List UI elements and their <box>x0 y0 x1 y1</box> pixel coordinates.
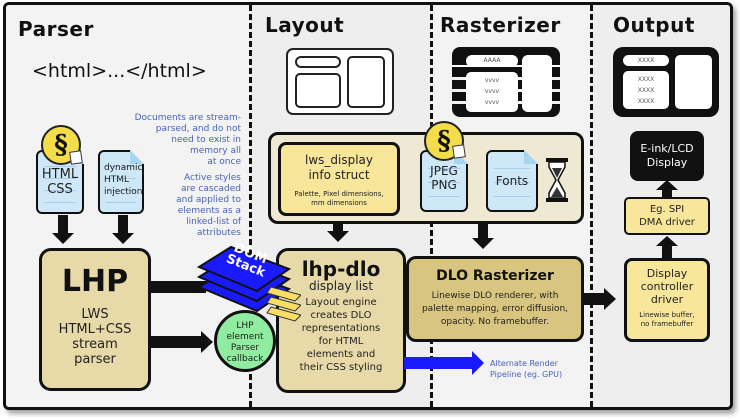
arrow-down-icon <box>112 233 134 244</box>
arrow-right-icon <box>604 288 616 310</box>
output-title: Output <box>613 13 695 37</box>
lhp-parser-box: LHP LWS HTML+CSS stream parser <box>39 248 151 391</box>
arrow-shaft <box>151 281 206 293</box>
arrow-shaft <box>584 293 606 305</box>
hourglass-icon <box>546 158 568 202</box>
divider-parser-layout <box>249 5 252 407</box>
arrow-shaft <box>333 224 343 232</box>
arrow-down-icon <box>327 231 349 242</box>
dlo-rasterizer-box: DLO Rasterizer Linewise DLO renderer, wi… <box>406 256 584 342</box>
arrow-right-icon <box>472 351 484 375</box>
arrow-right-icon <box>201 331 213 353</box>
mini-paper-icon <box>452 144 466 159</box>
layout-title: Layout <box>265 13 345 37</box>
stream-parse-note: Documents are stream- parsed, and do not… <box>134 113 241 167</box>
arrow-shaft <box>662 245 672 259</box>
arrow-down-icon <box>52 233 74 244</box>
dynamic-html-document: dynamic HTML injection <box>98 150 144 214</box>
output-icon: XXXX XXXX XXXX XXXX <box>613 47 719 117</box>
diagram-frame: Parser Layout Rasterizer Output <html>..… <box>3 2 733 410</box>
arrow-up-icon <box>656 236 678 246</box>
alternate-pipeline-arrow <box>404 357 474 369</box>
eink-lcd-display-box: E-ink/LCD Display <box>630 131 704 181</box>
lhp-dlo-box: lhp-dlo display list Layout engine creat… <box>276 248 406 393</box>
parser-callback-circle: LHP element Parser callback <box>214 310 276 372</box>
arrow-down-icon <box>472 238 494 249</box>
arrow-shaft <box>662 189 672 197</box>
dom-stack-icon <box>196 245 301 322</box>
arrow-shaft <box>478 224 488 239</box>
html-tag-label: <html>...</html> <box>32 60 207 82</box>
style-cascade-note: Active styles are cascaded and applied t… <box>176 173 241 238</box>
arrow-shaft <box>58 215 68 235</box>
fonts-document: Fonts <box>486 150 538 212</box>
alternate-pipeline-label: Alternate Render Pipeline (eg. GPU) <box>490 359 563 379</box>
rasterizer-icon: AAAA vvvv vvvv vvvv <box>452 47 560 117</box>
display-info-struct-box: lws_display info struct Palette, Pixel d… <box>278 142 400 216</box>
arrow-shaft <box>118 215 128 235</box>
layout-icon <box>286 48 394 115</box>
script-badge-icon: § <box>41 125 81 165</box>
parser-title: Parser <box>18 17 94 41</box>
mini-paper-icon <box>69 150 83 165</box>
display-controller-driver-box: Display controller driver Linewise buffe… <box>624 258 710 342</box>
arrow-shaft <box>151 336 203 348</box>
rasterizer-title: Rasterizer <box>440 13 561 37</box>
divider-rasterizer-output <box>590 5 593 407</box>
spi-dma-driver-box: Eg. SPI DMA driver <box>624 197 710 235</box>
arrow-up-icon <box>656 180 678 190</box>
